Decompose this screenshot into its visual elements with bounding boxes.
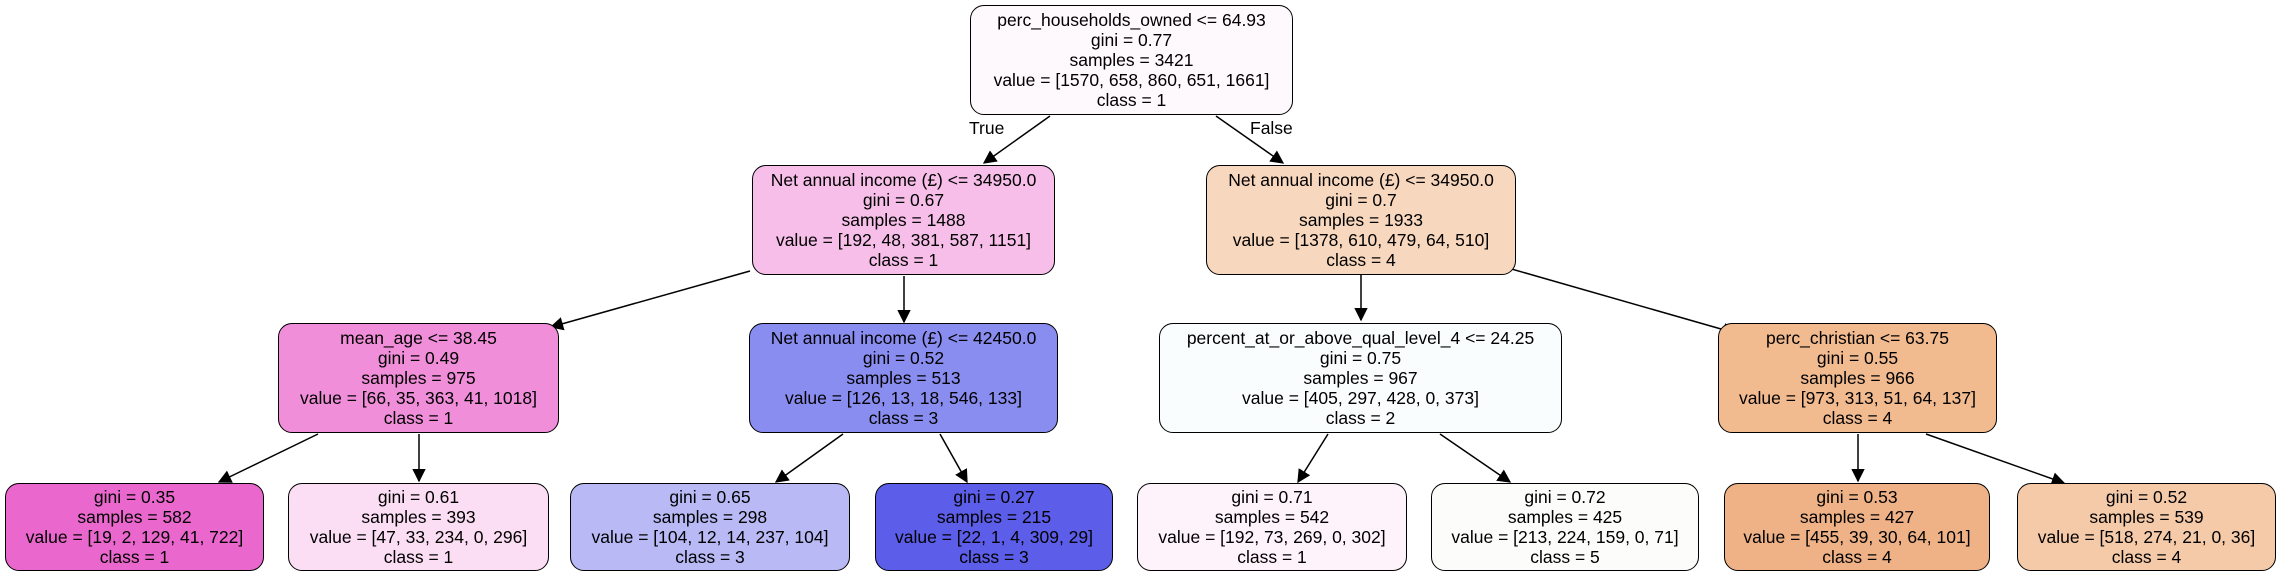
node-condition: Net annual income (£) <= 42450.0 [770, 328, 1037, 348]
tree-leaf-n6: gini = 0.65 samples = 298 value = [104, … [570, 483, 850, 571]
tree-leaf-n14: gini = 0.52 samples = 539 value = [518, … [2017, 483, 2276, 571]
node-value: value = [192, 73, 269, 0, 302] [1158, 527, 1386, 547]
node-samples: samples = 539 [2089, 507, 2204, 527]
node-samples: samples = 967 [1303, 368, 1418, 388]
node-value: value = [518, 274, 21, 0, 36] [2037, 527, 2256, 547]
node-class: class = 5 [1530, 547, 1600, 567]
tree-node-n2: mean_age <= 38.45 gini = 0.49 samples = … [278, 323, 559, 433]
node-value: value = [213, 224, 159, 0, 71] [1451, 527, 1679, 547]
node-samples: samples = 393 [361, 507, 476, 527]
node-class: class = 3 [675, 547, 745, 567]
node-gini: gini = 0.52 [862, 348, 945, 368]
tree-node-root: perc_households_owned <= 64.93 gini = 0.… [970, 5, 1293, 115]
tree-node-n9: percent_at_or_above_qual_level_4 <= 24.2… [1159, 323, 1562, 433]
node-class: class = 4 [2111, 547, 2182, 567]
tree-leaf-n10: gini = 0.71 samples = 542 value = [192, … [1137, 483, 1407, 571]
node-gini: gini = 0.72 [1524, 487, 1606, 507]
node-samples: samples = 425 [1507, 507, 1623, 527]
node-gini: gini = 0.49 [377, 348, 460, 368]
tree-leaf-n4: gini = 0.61 samples = 393 value = [47, 3… [288, 483, 549, 571]
edge-label-true: True [969, 118, 1005, 138]
edge-n9-n11 [1439, 433, 1512, 483]
node-value: value = [405, 297, 428, 0, 373] [1242, 388, 1479, 408]
node-class: class = 2 [1325, 408, 1396, 428]
node-gini: gini = 0.75 [1319, 348, 1402, 368]
node-gini: gini = 0.55 [1816, 348, 1899, 368]
tree-leaf-n11: gini = 0.72 samples = 425 value = [213, … [1431, 483, 1699, 571]
node-condition: mean_age <= 38.45 [340, 328, 497, 348]
edge-n0-n1 [982, 115, 1051, 164]
node-samples: samples = 3421 [1069, 50, 1194, 70]
node-value: value = [1570, 658, 860, 651, 1661] [993, 70, 1270, 90]
node-gini: gini = 0.71 [1231, 487, 1313, 507]
node-value: value = [192, 48, 381, 587, 1151] [775, 230, 1032, 250]
node-condition: Net annual income (£) <= 34950.0 [770, 170, 1037, 190]
node-samples: samples = 513 [846, 368, 961, 388]
node-gini: gini = 0.7 [1325, 190, 1397, 210]
node-gini: gini = 0.53 [1816, 487, 1898, 507]
edge-n9-n10 [1297, 433, 1329, 484]
node-gini: gini = 0.65 [669, 487, 751, 507]
tree-node-n1: Net annual income (£) <= 34950.0 gini = … [752, 165, 1055, 275]
edge-n1-n2 [549, 270, 751, 331]
node-samples: samples = 966 [1800, 368, 1915, 388]
node-value: value = [19, 2, 129, 41, 722] [25, 527, 244, 547]
node-value: value = [47, 33, 234, 0, 296] [309, 527, 528, 547]
edge-n0-n8 [1215, 115, 1285, 164]
node-value: value = [66, 35, 363, 41, 1018] [300, 388, 537, 408]
node-condition: perc_christian <= 63.75 [1766, 328, 1949, 348]
node-condition: percent_at_or_above_qual_level_4 <= 24.2… [1186, 328, 1535, 348]
node-class: class = 3 [959, 547, 1029, 567]
edge-n5-n6 [774, 433, 844, 483]
node-samples: samples = 427 [1799, 507, 1915, 527]
node-samples: samples = 298 [652, 507, 768, 527]
node-samples: samples = 582 [77, 507, 192, 527]
node-condition: perc_households_owned <= 64.93 [997, 10, 1266, 30]
node-samples: samples = 975 [361, 368, 476, 388]
node-class: class = 1 [1096, 90, 1167, 110]
node-gini: gini = 0.52 [2105, 487, 2188, 507]
node-gini: gini = 0.77 [1090, 30, 1173, 50]
tree-node-n5: Net annual income (£) <= 42450.0 gini = … [749, 323, 1058, 433]
node-samples: samples = 215 [936, 507, 1052, 527]
tree-node-n12: perc_christian <= 63.75 gini = 0.55 samp… [1718, 323, 1997, 433]
node-class: class = 4 [1822, 408, 1893, 428]
edge-n2-n3 [217, 433, 319, 483]
edge-n8-n12 [1507, 267, 1737, 337]
edge-label-false: False [1250, 118, 1293, 138]
node-class: class = 4 [1822, 547, 1892, 567]
node-gini: gini = 0.67 [862, 190, 945, 210]
tree-leaf-n3: gini = 0.35 samples = 582 value = [19, 2… [5, 483, 264, 571]
node-value: value = [104, 12, 14, 237, 104] [591, 527, 829, 547]
node-class: class = 1 [99, 547, 170, 567]
node-value: value = [455, 39, 30, 64, 101] [1743, 527, 1971, 547]
node-class: class = 1 [1237, 547, 1307, 567]
tree-leaf-n7: gini = 0.27 samples = 215 value = [22, 1… [875, 483, 1113, 571]
node-class: class = 1 [383, 408, 454, 428]
node-samples: samples = 1933 [1298, 210, 1424, 230]
tree-node-n8: Net annual income (£) <= 34950.0 gini = … [1206, 165, 1516, 275]
node-gini: gini = 0.27 [953, 487, 1035, 507]
node-gini: gini = 0.35 [93, 487, 176, 507]
node-class: class = 1 [383, 547, 454, 567]
node-value: value = [22, 1, 4, 309, 29] [895, 527, 1093, 547]
edge-n5-n7 [939, 433, 968, 484]
node-samples: samples = 1488 [841, 210, 966, 230]
node-condition: Net annual income (£) <= 34950.0 [1228, 170, 1494, 190]
node-class: class = 4 [1326, 250, 1396, 270]
node-value: value = [1378, 610, 479, 64, 510] [1232, 230, 1490, 250]
tree-leaf-n13: gini = 0.53 samples = 427 value = [455, … [1724, 483, 1990, 571]
node-samples: samples = 542 [1214, 507, 1330, 527]
node-class: class = 3 [868, 408, 939, 428]
node-class: class = 1 [868, 250, 939, 270]
edge-n12-n14 [1925, 433, 2066, 486]
node-value: value = [126, 13, 18, 546, 133] [785, 388, 1022, 408]
node-value: value = [973, 313, 51, 64, 137] [1739, 388, 1976, 408]
node-gini: gini = 0.61 [377, 487, 460, 507]
